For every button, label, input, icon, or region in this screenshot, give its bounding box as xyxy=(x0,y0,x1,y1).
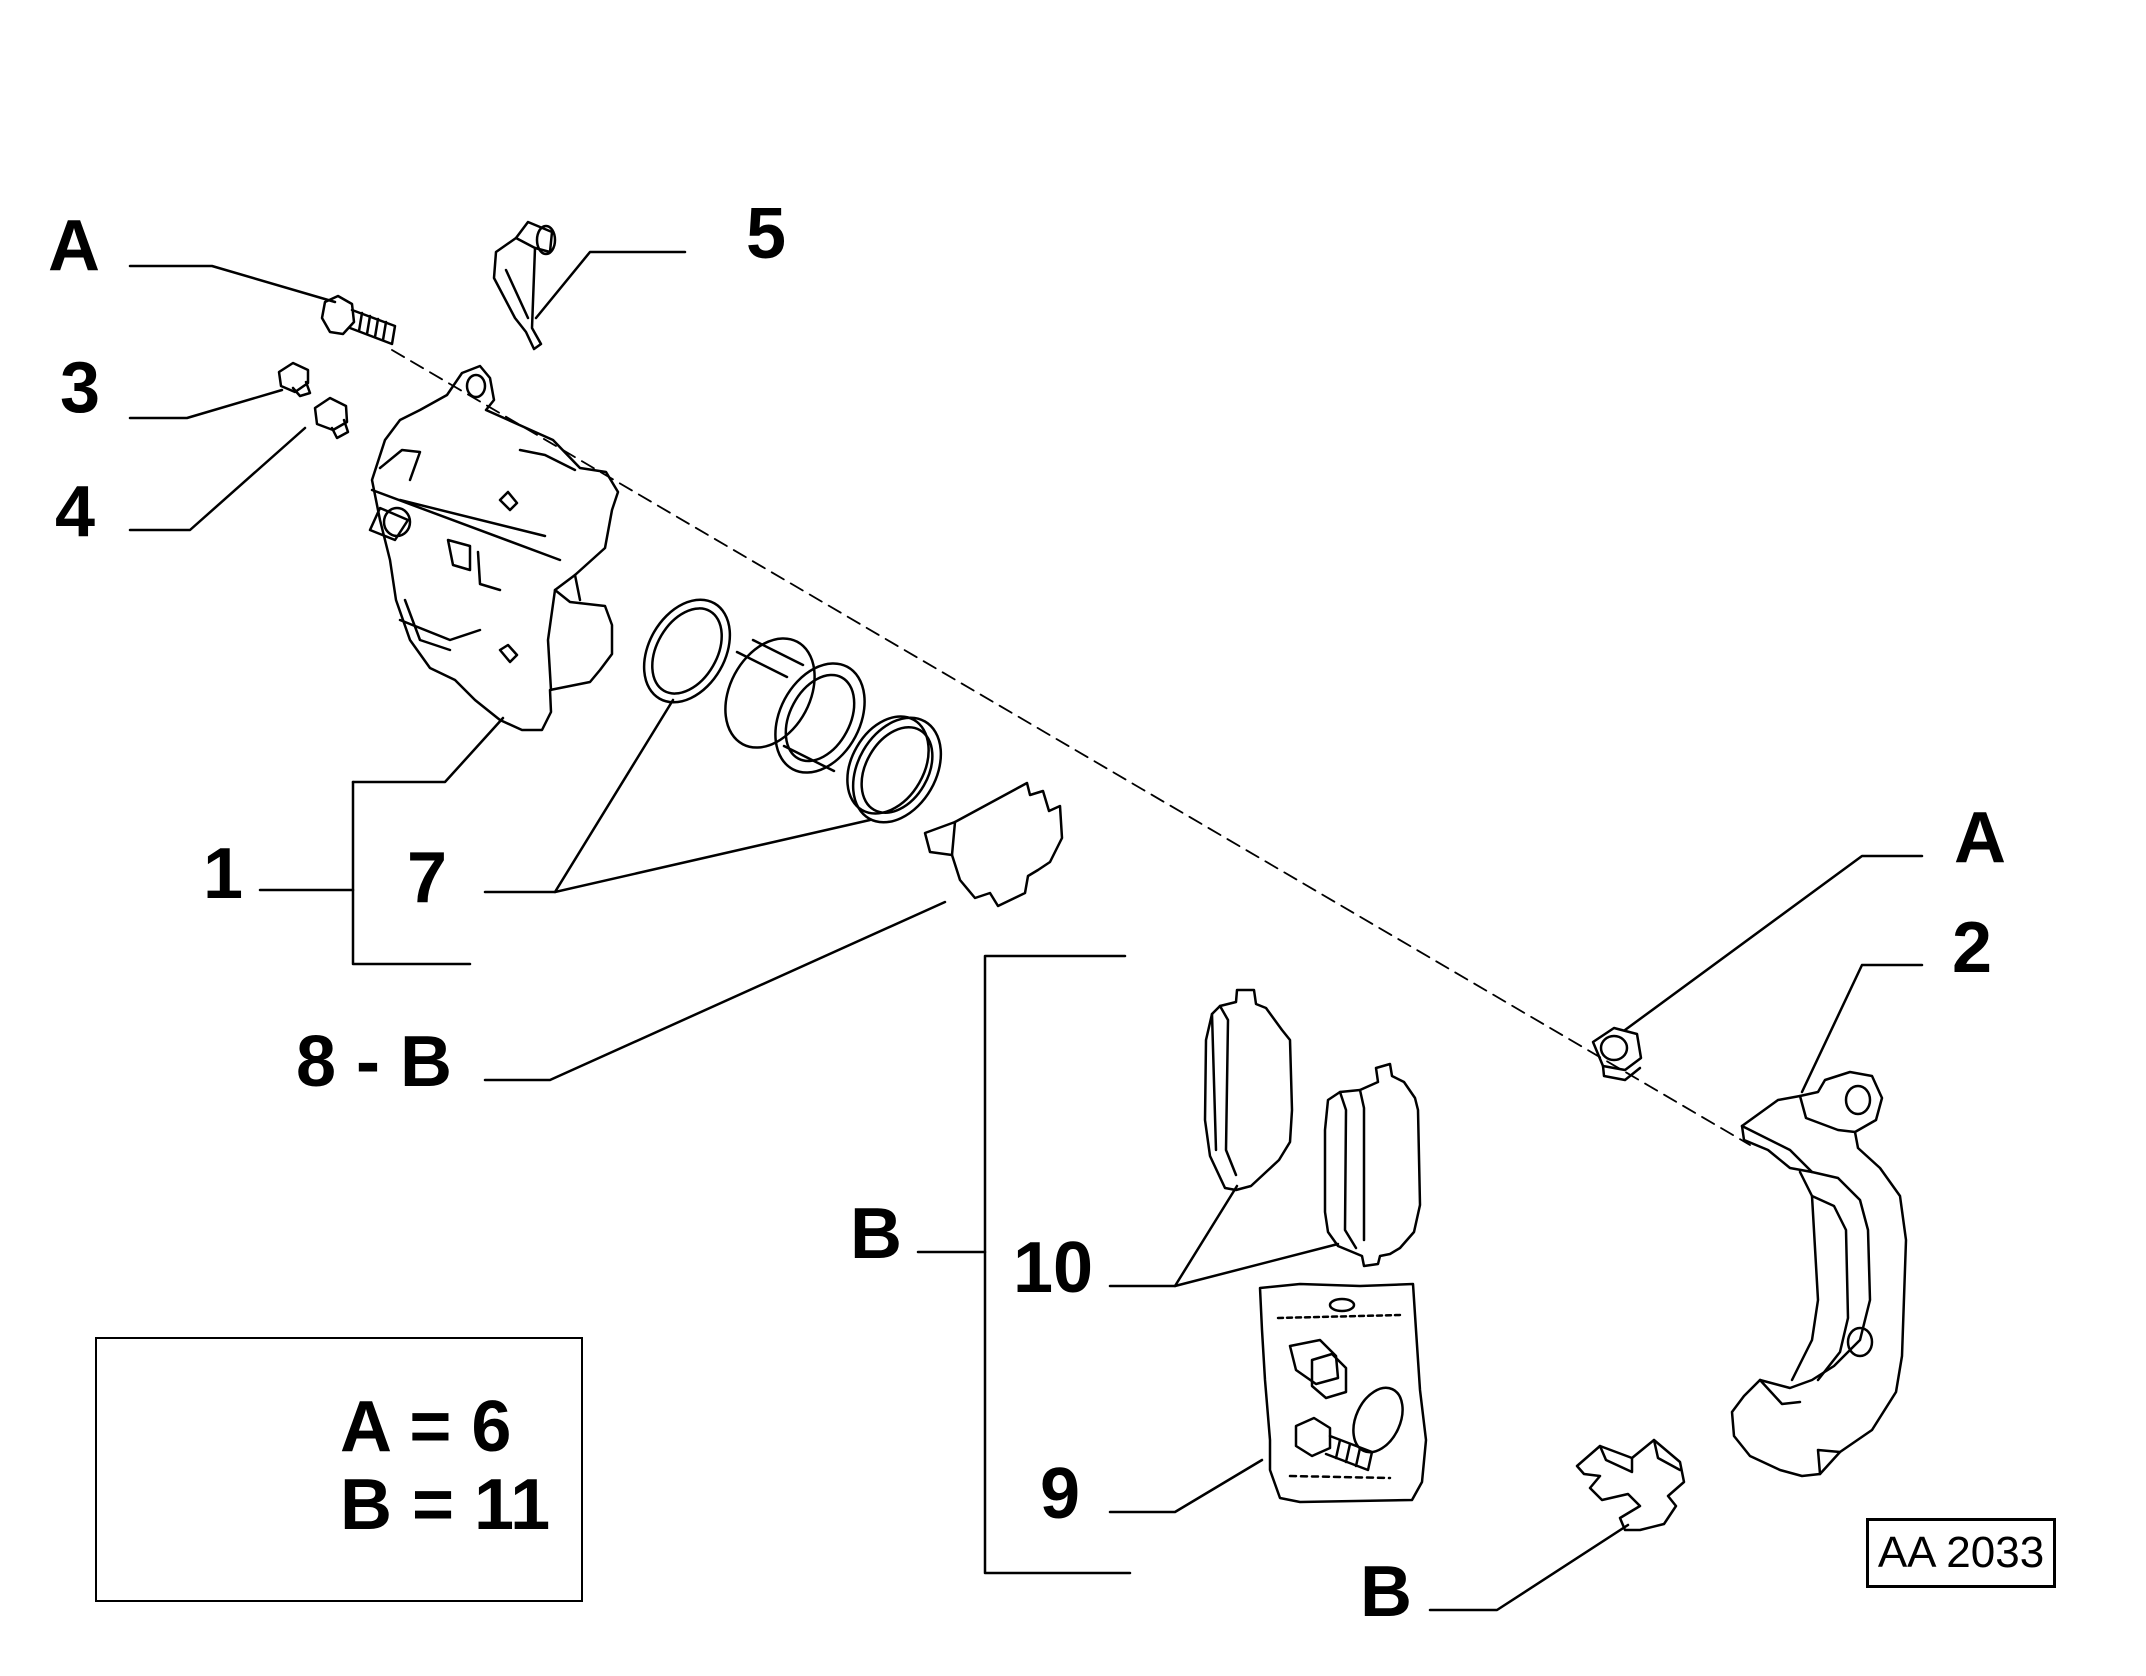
callout-A-bolt: A xyxy=(48,206,100,286)
brake-pad-part-10-front xyxy=(1203,988,1294,1192)
assembly-axis xyxy=(391,349,1751,1146)
callout-2: 2 xyxy=(1952,908,1993,988)
guide-pin-A xyxy=(1591,1026,1643,1082)
callout-1: 1 xyxy=(203,834,244,914)
callout-B-group: B xyxy=(850,1194,902,1274)
spring-clip-B xyxy=(1575,1438,1686,1532)
legend-line-B: B = 11 xyxy=(340,1465,551,1545)
callout-10: 10 xyxy=(1013,1228,1094,1308)
bleed-screw-part-3 xyxy=(277,361,312,398)
callout-4: 4 xyxy=(55,472,96,552)
quantity-legend: A = 6 B = 11 xyxy=(95,1337,583,1602)
caliper-body-part-1 xyxy=(368,364,620,732)
wear-clip-part-5 xyxy=(492,220,557,351)
leader-lines xyxy=(128,250,1924,1612)
shim-part-8 xyxy=(923,781,1064,908)
callout-B-clip: B xyxy=(1360,1552,1412,1632)
fitting-kit-part-9 xyxy=(1258,1282,1428,1504)
dust-seal-part-7 xyxy=(642,598,732,704)
callout-3: 3 xyxy=(60,348,101,428)
callout-7: 7 xyxy=(407,838,448,918)
callout-A-pin: A xyxy=(1954,798,2006,878)
cap-part-4 xyxy=(313,396,350,440)
piston-seal-part-7 xyxy=(846,715,943,824)
reference-code-box: AA 2033 xyxy=(1866,1518,2056,1588)
caliper-bracket-part-2 xyxy=(1730,1070,1908,1478)
callout-9: 9 xyxy=(1040,1454,1081,1534)
reference-code: AA 2033 xyxy=(1877,1528,2045,1577)
guide-bolt-A xyxy=(320,294,397,346)
brake-pad-part-10-rear xyxy=(1323,1062,1422,1268)
callout-8-B: 8 - B xyxy=(296,1022,453,1102)
legend-line-A: A = 6 xyxy=(340,1387,512,1467)
callout-5: 5 xyxy=(746,194,787,274)
piston xyxy=(724,637,866,774)
